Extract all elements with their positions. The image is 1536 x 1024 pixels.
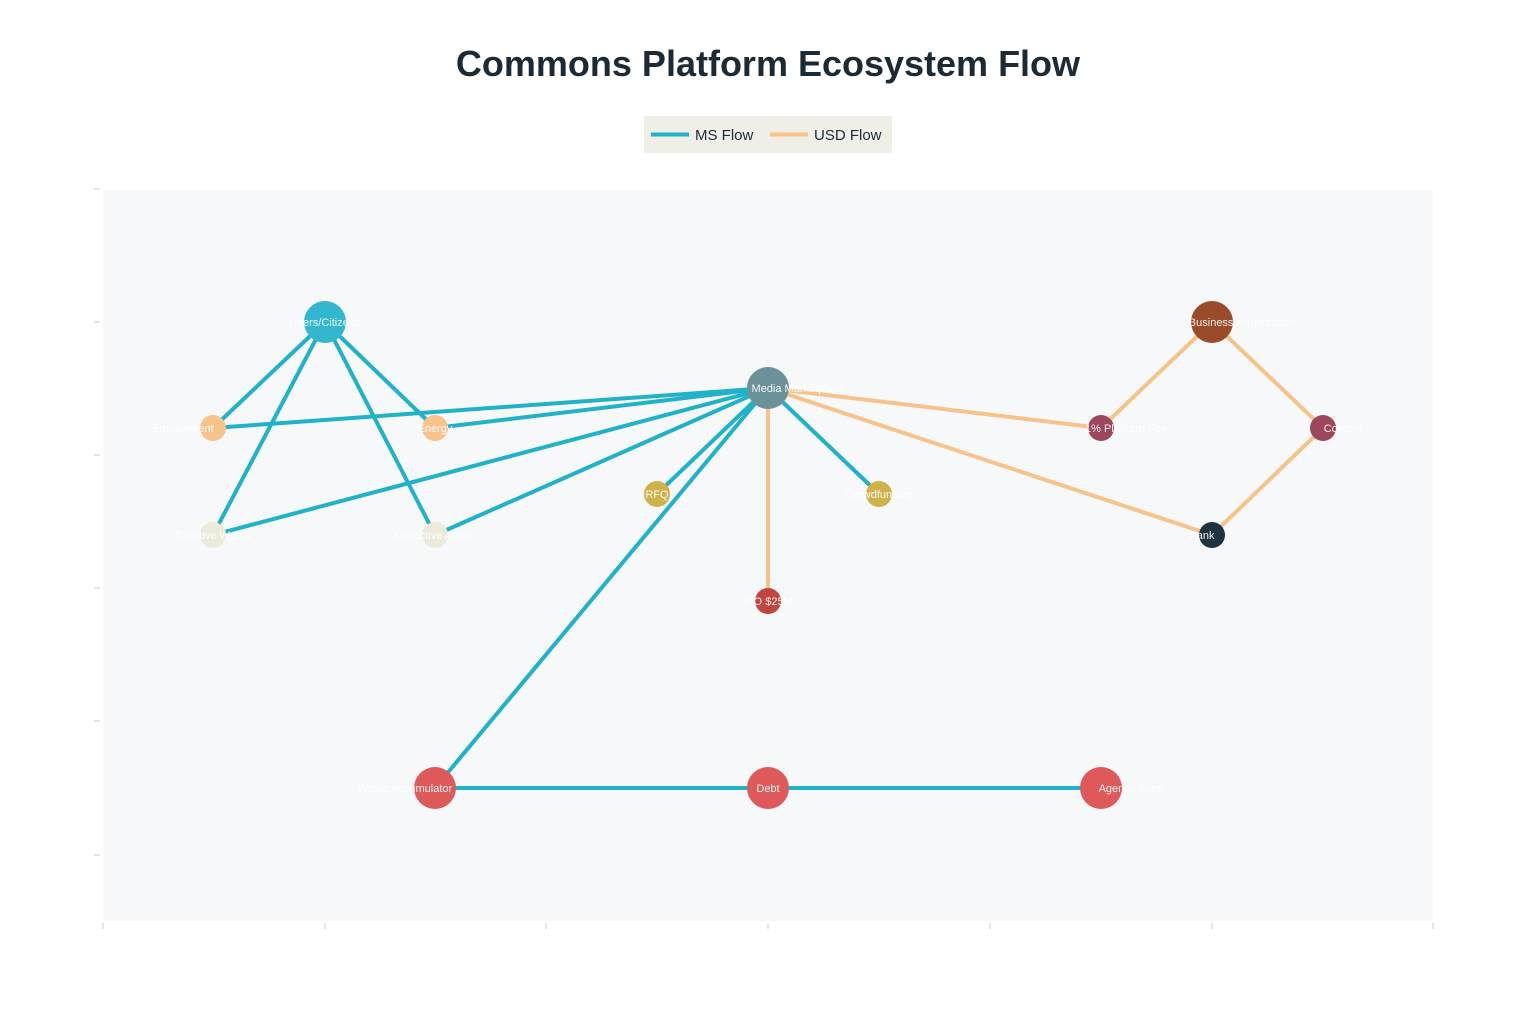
node-rfq[interactable]: RFQ <box>644 481 670 507</box>
node-crowdfunding-label: Crowdfunding <box>845 489 913 501</box>
edge-collective-to-media <box>433 386 770 537</box>
edge-employment-to-media <box>211 386 770 430</box>
node-waste[interactable]: Waste Accumulator <box>358 767 456 809</box>
edge-fee-to-registration <box>1099 320 1214 430</box>
legend: MS Flow USD Flow <box>644 116 892 153</box>
node-creative-marker[interactable] <box>200 522 226 548</box>
node-creative[interactable]: Creative Works <box>176 522 251 548</box>
edge-registration-to-content <box>1210 320 1325 430</box>
node-content-label: Content <box>1324 423 1363 435</box>
node-collective[interactable]: Collective Action <box>395 522 476 548</box>
node-waste-label: Waste Accumulator <box>358 783 453 795</box>
node-fee-label: 1% Platform Fee <box>1085 423 1167 435</box>
node-crowdfunding[interactable]: Crowdfunding <box>845 481 913 507</box>
node-registration-marker[interactable] <box>1191 301 1233 343</box>
node-users-label: Users/Citizens <box>290 317 361 329</box>
node-media-label: Media Marketplace <box>752 383 845 395</box>
node-energy-marker[interactable] <box>422 415 448 441</box>
node-energy[interactable]: Energy <box>418 415 453 441</box>
legend-usd-label: USD Flow <box>814 127 882 144</box>
edge-media-to-rfq <box>655 386 770 496</box>
node-content[interactable]: Content <box>1310 415 1362 441</box>
node-employment-marker[interactable] <box>200 415 226 441</box>
node-bank[interactable]: Bank <box>1189 522 1225 548</box>
diagram-title: Commons Platform Ecosystem Flow <box>456 43 1081 84</box>
node-ipo-marker[interactable] <box>755 588 781 614</box>
node-users[interactable]: Users/Citizens <box>290 301 361 343</box>
node-collective-label: Collective Action <box>395 530 476 542</box>
node-bank-label: Bank <box>1189 530 1215 542</box>
node-ipo[interactable]: IPO $25M <box>743 588 793 614</box>
edge-media-to-crowdfunding <box>766 386 881 496</box>
node-agency-marker[interactable] <box>1080 767 1122 809</box>
edges-layer <box>211 320 1325 790</box>
edge-media-to-waste <box>433 386 770 790</box>
node-users-marker[interactable] <box>304 301 346 343</box>
node-fee[interactable]: 1% Platform Fee <box>1085 415 1167 441</box>
edge-users-to-creative <box>211 320 327 537</box>
edge-users-to-energy <box>323 320 437 430</box>
node-collective-marker[interactable] <box>422 522 448 548</box>
node-ipo-label: IPO $25M <box>743 596 793 608</box>
node-agency-label: Agency Fund <box>1099 783 1164 795</box>
node-crowdfunding-marker[interactable] <box>866 481 892 507</box>
node-agency[interactable]: Agency Fund <box>1080 767 1163 809</box>
axis-ticks <box>94 188 1434 929</box>
edge-users-to-employment <box>211 320 327 430</box>
edge-content-to-bank <box>1210 426 1325 537</box>
node-creative-label: Creative Works <box>176 530 251 542</box>
node-debt-label: Debt <box>756 783 779 795</box>
edge-creative-to-media <box>211 386 770 537</box>
edge-energy-to-media <box>433 386 770 430</box>
node-rfq-label: RFQ <box>645 489 669 501</box>
node-content-marker[interactable] <box>1310 415 1336 441</box>
node-media[interactable]: Media Marketplace <box>747 367 844 409</box>
edge-users-to-collective <box>323 320 437 537</box>
node-bank-marker[interactable] <box>1199 522 1225 548</box>
node-debt-marker[interactable] <box>747 767 789 809</box>
legend-ms-label: MS Flow <box>695 127 754 144</box>
node-employment-label: Employment <box>152 423 213 435</box>
node-registration-label: Business Registration <box>1189 317 1295 329</box>
edge-media-to-fee <box>766 386 1103 430</box>
node-employment[interactable]: Employment <box>152 415 226 441</box>
node-rfq-marker[interactable] <box>644 481 670 507</box>
legend-background <box>644 116 892 153</box>
node-debt[interactable]: Debt <box>747 767 789 809</box>
node-waste-marker[interactable] <box>414 767 456 809</box>
node-energy-label: Energy <box>418 423 453 435</box>
node-media-marker[interactable] <box>747 367 789 409</box>
edge-media-to-bank <box>766 386 1214 537</box>
node-fee-marker[interactable] <box>1088 415 1114 441</box>
node-registration[interactable]: Business Registration <box>1189 301 1295 343</box>
